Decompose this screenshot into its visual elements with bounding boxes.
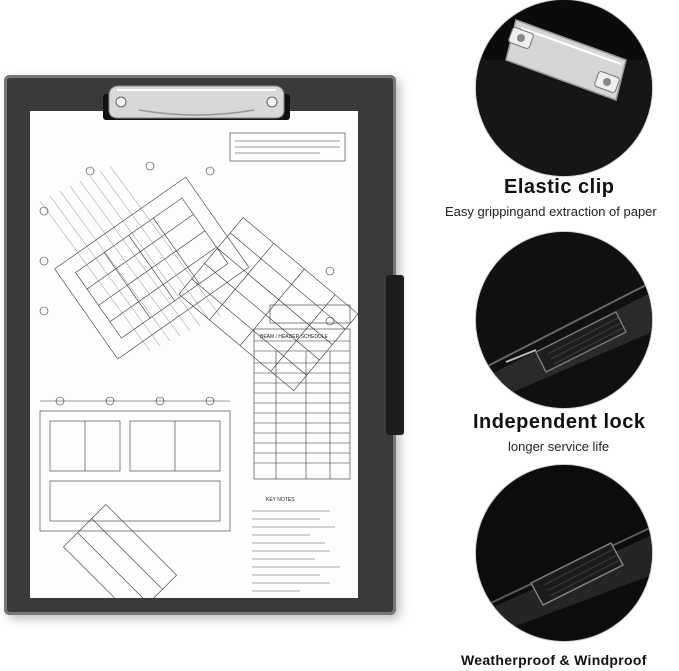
detail-weatherproof-photo — [476, 465, 652, 641]
detail-clip-photo — [476, 0, 652, 176]
feature-title-weatherproof: Weatherproof & Windproof — [461, 652, 647, 668]
feature-subtitle-independent-lock: longer service life — [508, 439, 610, 454]
blueprint-paper: BEAM / HEADER SCHEDULE KEY NOTES — [30, 111, 358, 598]
feature-title-elastic-clip: Elastic clip — [504, 176, 615, 198]
key-notes-heading: KEY NOTES — [266, 497, 295, 503]
metal-clip[interactable] — [99, 80, 294, 124]
feature-subtitle-elastic-clip: Easy grippingand extraction of paper — [445, 204, 657, 219]
side-lock[interactable] — [386, 275, 404, 435]
feature-title-independent-lock: Independent lock — [473, 411, 646, 433]
blueprint-drawing: BEAM / HEADER SCHEDULE KEY NOTES — [39, 132, 358, 598]
schedule-heading: BEAM / HEADER SCHEDULE — [260, 334, 328, 340]
clipboard: BEAM / HEADER SCHEDULE KEY NOTES — [4, 75, 404, 615]
detail-lock-photo — [476, 232, 652, 408]
